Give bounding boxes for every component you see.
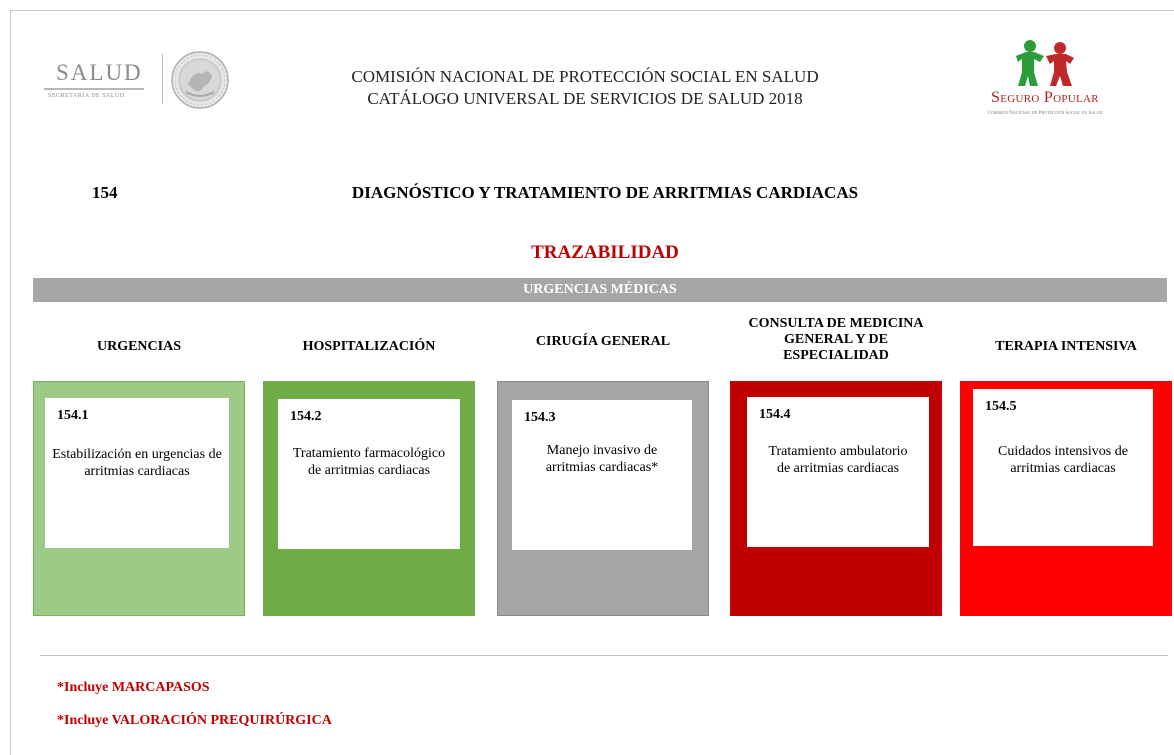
salud-logo-text: SALUD xyxy=(56,60,143,85)
service-card-154-4: 154.4 Tratamiento ambulatorio de arritmi… xyxy=(747,397,929,547)
service-card-154-3: 154.3 Manejo invasivo de arritmias cardi… xyxy=(512,400,692,550)
logo-divider xyxy=(162,54,163,104)
service-description: Tratamiento ambulatorio de arritmias car… xyxy=(768,444,908,476)
seguro-popular-name: Seguro Popular xyxy=(991,89,1099,106)
mexican-seal-icon xyxy=(171,51,229,109)
service-box-terapia-intensiva: 154.5 Cuidados intensivos de arritmias c… xyxy=(960,381,1172,616)
salud-logo-rule xyxy=(44,88,144,90)
service-card-154-2: 154.2 Tratamiento farmacológico de arrit… xyxy=(278,399,460,549)
header-title-line1: COMISIÓN NACIONAL DE PROTECCIÓN SOCIAL E… xyxy=(351,67,819,86)
service-box-consulta: 154.4 Tratamiento ambulatorio de arritmi… xyxy=(730,381,942,616)
seguro-popular-icon: Seguro Popular Comisión Nacional de Prot… xyxy=(970,36,1120,126)
note-valoracion-prequirurgica: *Incluye VALORACIÓN PREQUIRÚRGICA xyxy=(57,713,332,728)
header-titles: COMISIÓN NACIONAL DE PROTECCIÓN SOCIAL E… xyxy=(250,66,920,110)
service-code: 154.5 xyxy=(985,399,1017,414)
column-title-cirugia-general: CIRUGÍA GENERAL xyxy=(535,334,671,349)
column-title-hospitalizacion: HOSPITALIZACIÓN xyxy=(302,339,436,354)
service-box-hospitalizacion: 154.2 Tratamiento farmacológico de arrit… xyxy=(263,381,475,616)
service-code: 154.4 xyxy=(759,407,791,422)
note-marcapasos: *Incluye MARCAPASOS xyxy=(57,680,210,695)
service-box-cirugia-general: 154.3 Manejo invasivo de arritmias cardi… xyxy=(497,381,709,616)
intervention-title: DIAGNÓSTICO Y TRATAMIENTO DE ARRITMIAS C… xyxy=(351,183,859,202)
salud-logo-subtext: SECRETARÍA DE SALUD xyxy=(48,93,125,99)
service-description: Cuidados intensivos de arritmias cardiac… xyxy=(998,444,1128,476)
service-description: Tratamiento farmacológico de arritmias c… xyxy=(292,446,446,478)
section-title: TRAZABILIDAD xyxy=(531,242,679,263)
column-title-terapia-intensiva: TERAPIA INTENSIVA xyxy=(995,339,1137,354)
service-description: Estabilización en urgencias de arritmias… xyxy=(52,447,222,479)
notes-separator xyxy=(40,655,1168,656)
seguro-popular-subtext: Comisión Nacional de Protección Social e… xyxy=(987,111,1103,116)
service-card-154-1: 154.1 Estabilización en urgencias de arr… xyxy=(45,398,229,548)
service-code: 154.1 xyxy=(57,408,89,423)
salud-logo-icon: SALUD SECRETARÍA DE SALUD xyxy=(44,56,152,106)
intervention-code: 154 xyxy=(92,183,118,202)
service-code: 154.3 xyxy=(524,410,556,425)
column-title-urgencias: URGENCIAS xyxy=(96,339,181,354)
banner-urgencias-medicas: URGENCIAS MÉDICAS xyxy=(33,278,1167,302)
column-title-consulta: CONSULTA DE MEDICINA GENERAL Y DE ESPECI… xyxy=(748,316,924,363)
header-title-line2: CATÁLOGO UNIVERSAL DE SERVICIOS DE SALUD… xyxy=(367,89,803,108)
service-card-154-5: 154.5 Cuidados intensivos de arritmias c… xyxy=(973,389,1153,546)
page-frame xyxy=(10,10,1174,755)
service-box-urgencias: 154.1 Estabilización en urgencias de arr… xyxy=(33,381,245,616)
seguro-popular-figures-icon xyxy=(1016,40,1074,86)
service-description: Manejo invasivo de arritmias cardiacas* xyxy=(545,443,659,475)
service-code: 154.2 xyxy=(290,409,322,424)
